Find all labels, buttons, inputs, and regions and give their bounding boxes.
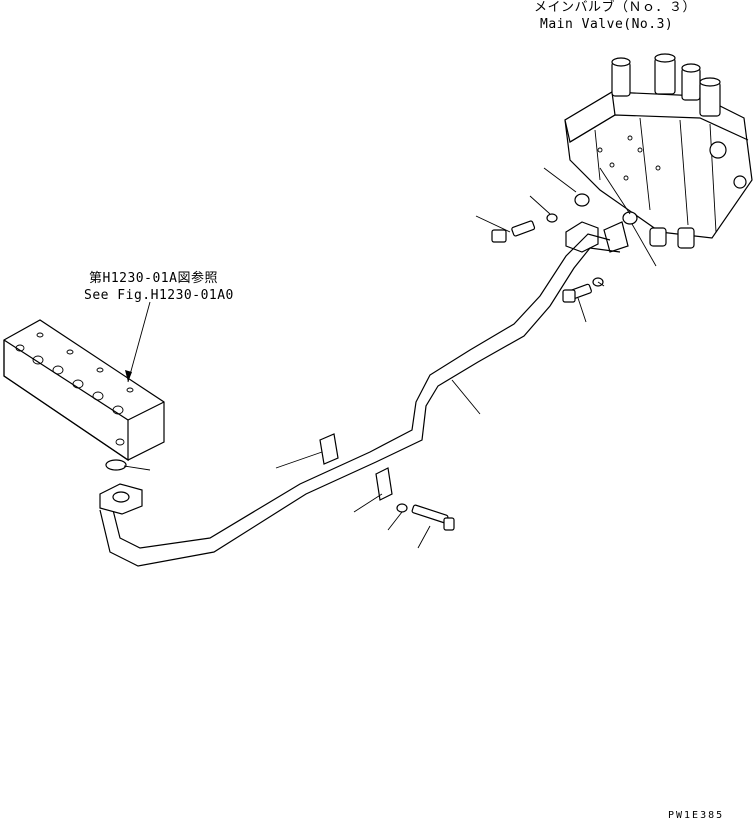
leader-lines [123, 167, 657, 549]
pipe-clamps [319, 433, 455, 531]
manifold-flange [99, 459, 143, 515]
main-valve-label-jp: メインバルブ（Ｎｏ．３） [534, 0, 697, 15]
reference-label-en: See Fig.H1230-01A0 [84, 288, 234, 303]
manifold-block [3, 319, 165, 462]
valve-flange-set [491, 193, 638, 303]
reference-label-jp: 第H1230-01A図参照 [89, 271, 218, 286]
main-valve-label-en: Main Valve(No.3) [540, 17, 674, 32]
drawing-code: PW1E385 [668, 810, 725, 821]
main-valve [564, 53, 753, 249]
pipe [99, 233, 621, 567]
